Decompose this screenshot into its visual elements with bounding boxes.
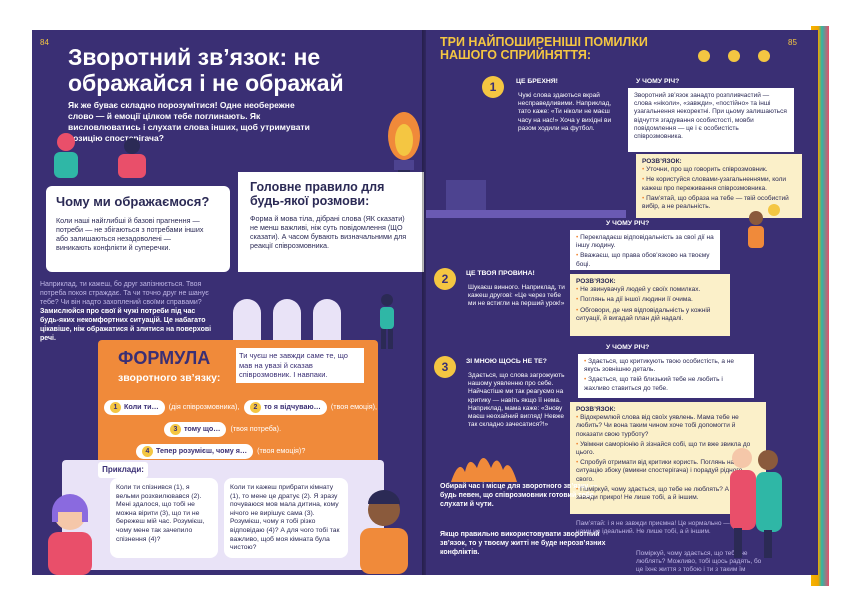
page-title: Зворотний зв’язок: не ображайся і не обр… — [68, 44, 344, 96]
formula-note: Ти чуєш не завжди саме те, що мав на ува… — [236, 348, 364, 383]
example-note-text: Наприклад, ти кажеш, бо друг запізнюєтьс… — [40, 281, 209, 306]
main-rule-box: Головне правило для будь-якої розмови: Ф… — [238, 172, 424, 272]
mistake-1-why: Зворотний зв’язок занадто розпливчастий … — [628, 88, 794, 152]
open-book: 84 Зворотний зв’язок: не ображайся і не … — [4, 8, 829, 590]
why-item: Вважаєш, що права обов’язково на твоєму … — [576, 252, 714, 268]
solution-item: Поміркуй, чому здається, що тебе не любл… — [576, 486, 760, 502]
walking-person-illustration — [380, 294, 394, 349]
torch-person-illustration — [748, 204, 780, 248]
examples-label: Приклади: — [98, 462, 148, 478]
mistake-2-label: ЦЕ ТВОЯ ПРОВИНА! — [462, 268, 539, 279]
closing-tip-2: Якщо правильно використовувати зворотний… — [440, 531, 606, 556]
intro-text: Як же буває складно порозумітися! Одне н… — [68, 100, 310, 143]
mistake-1-number: 1 — [482, 76, 504, 98]
why-title: Чому ми ображаємося? — [56, 194, 210, 209]
mistake-3-solution-label: РОЗВ’ЯЗОК: — [576, 406, 616, 413]
solution-item: Поглянь на дії іншої людини її очима. — [576, 296, 724, 304]
why-text: Коли наші найглибші й базові прагнення —… — [56, 216, 204, 252]
lamps-illustration — [698, 50, 770, 62]
mistake-2-text: Шукаєш винного. Наприклад, ти кажеш друг… — [468, 284, 565, 308]
mistake-3-text: Здається, що слова загрожують нашому уяв… — [468, 372, 565, 429]
formula-title: ФОРМУЛА — [118, 348, 211, 368]
solution-item: Увімкни саморіонію й зізнайся собі, що т… — [576, 441, 760, 457]
page-number: 85 — [788, 38, 797, 47]
why-offended-box: Чому ми ображаємося? Коли наші найглибші… — [46, 186, 230, 272]
page-number: 84 — [40, 38, 49, 47]
example-bubble-2: Коли ти кажеш прибрати кімнату (1), то м… — [224, 478, 348, 558]
example-bubble-1: Коли ти спізнився (1), я вельми розхвилю… — [110, 478, 218, 558]
mistake-1-label: ЦЕ БРЕХНЯ! — [512, 76, 562, 87]
extra-tip: Пам’ятай: і я не завжди приємна! Це норм… — [576, 520, 752, 536]
mistake-3-label: ЗІ МНОЮ ЩОСЬ НЕ ТЕ? — [462, 356, 551, 367]
formula-subtitle: зворотного зв’язку: — [118, 372, 221, 384]
closing-tip-1: Обирай час і місце для зворотного зв’язк… — [440, 483, 598, 508]
right-page: 85 ТРИ НАЙПОШИРЕНІШІ ПОМИЛКИ НАШОГО СПРИ… — [426, 30, 818, 575]
example-note-bold: Замислюйся про свої й чужі потреби під ч… — [40, 308, 212, 342]
girl-illustration — [48, 494, 92, 575]
why-item: Здається, що твій близький тебе не любит… — [584, 376, 748, 392]
example-note: Наприклад, ти кажеш, бо друг запізнюєтьс… — [40, 280, 216, 343]
mistake-2-why: Перекладаєш відповідальність за свої дії… — [570, 230, 720, 270]
fire-illustration — [451, 458, 517, 482]
boy-illustration — [360, 490, 408, 574]
rule-title: Головне правило для будь-якої розмови: — [250, 180, 385, 208]
solution-item: Пам’ятай, що образа на тебе — твій особи… — [642, 195, 796, 211]
why-item: Перекладаєш відповідальність за свої дії… — [576, 234, 714, 250]
why-item: Здається, що критикують твою особистість… — [584, 358, 748, 374]
mistake-2-why-label: У ЧОМУ РІЧ? — [606, 220, 650, 227]
left-page: 84 Зворотний зв’язок: не ображайся і не … — [32, 30, 426, 575]
mistake-3-why-label: У ЧОМУ РІЧ? — [606, 344, 650, 351]
upset-person-illustration — [118, 138, 146, 178]
mistake-2-solution: РОЗВ’ЯЗОК: Не звинувачуй людей у своїх п… — [570, 274, 730, 336]
mistake-2-solution-label: РОЗВ’ЯЗОК: — [576, 278, 616, 285]
solution-item: Уточни, про що говорить співрозмовник. — [642, 166, 796, 174]
solution-item: Не звинувачуй людей у своїх помилках. — [576, 286, 724, 294]
extra-solution: Поміркуй, чому здається, що тебе не любл… — [636, 550, 762, 575]
solution-item: Не користуйся словами-узагальненнями, ко… — [642, 176, 796, 192]
solution-item: Обговори, де чия відповідальність у кожн… — [576, 307, 724, 323]
mistake-3-why: Здається, що критикують твою особистість… — [578, 354, 754, 398]
mistake-3-number: 3 — [434, 356, 456, 378]
right-page-title: ТРИ НАЙПОШИРЕНІШІ ПОМИЛКИ НАШОГО СПРИЙНЯ… — [440, 35, 648, 62]
solution-item: Спробуй отримати від критики користь. По… — [576, 459, 760, 484]
sad-person-illustration — [54, 133, 78, 178]
mistake-2-number: 2 — [434, 268, 456, 290]
mistake-1-text: Чужі слова здаються вкрай несправедливим… — [518, 92, 612, 132]
rule-text: Форма й мова тіла, дібрані слова (ЯК ска… — [250, 214, 407, 250]
hugging-people-illustration — [730, 448, 782, 558]
solution-item: Відокремлюй слова від своїх уявлень. Мам… — [576, 414, 760, 439]
mistake-1-why-label: У ЧОМУ РІЧ? — [636, 78, 680, 85]
mistake-1-solution-label: РОЗВ’ЯЗОК: — [642, 158, 682, 165]
